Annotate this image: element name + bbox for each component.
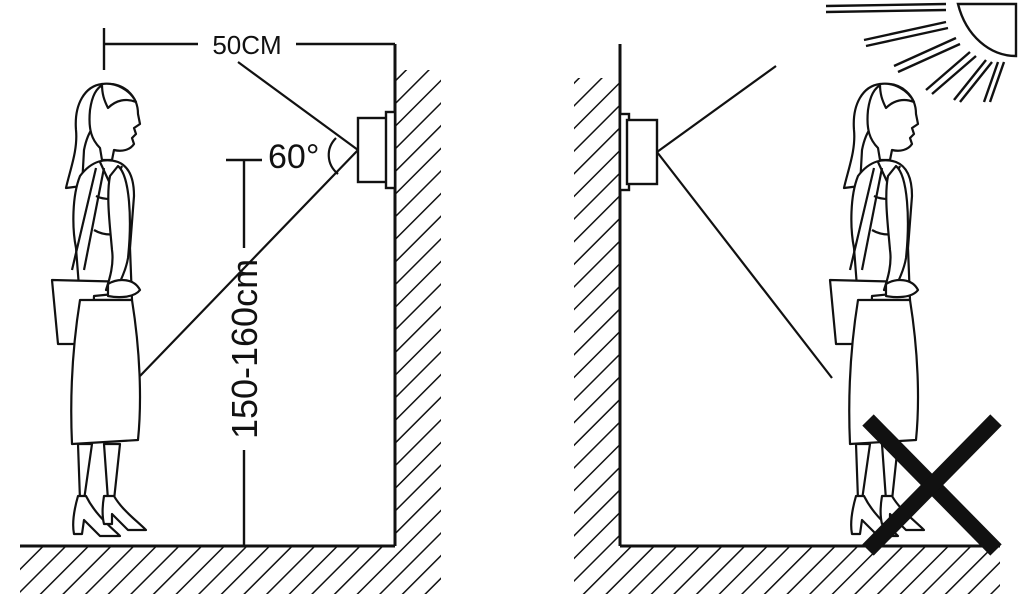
left-person-figure	[50, 82, 148, 538]
left-view-cone	[139, 61, 359, 377]
left-scene: 50CM 60° 150-160cm	[20, 28, 441, 594]
left-wall	[393, 44, 441, 594]
left-door-camera	[356, 110, 397, 190]
sun-icon	[825, 2, 1018, 103]
right-wall	[574, 44, 622, 594]
right-view-cone	[656, 65, 833, 379]
right-floor	[620, 544, 1000, 594]
right-door-camera	[618, 112, 659, 192]
height-label: 150-160cm	[224, 259, 265, 439]
right-scene	[574, 2, 1018, 594]
height-dimension	[226, 158, 262, 546]
angle-label: 60°	[268, 138, 319, 176]
distance-dimension	[102, 28, 395, 70]
distance-label: 50CM	[212, 30, 281, 60]
x-mark-icon	[862, 414, 1002, 556]
left-floor	[20, 544, 395, 594]
